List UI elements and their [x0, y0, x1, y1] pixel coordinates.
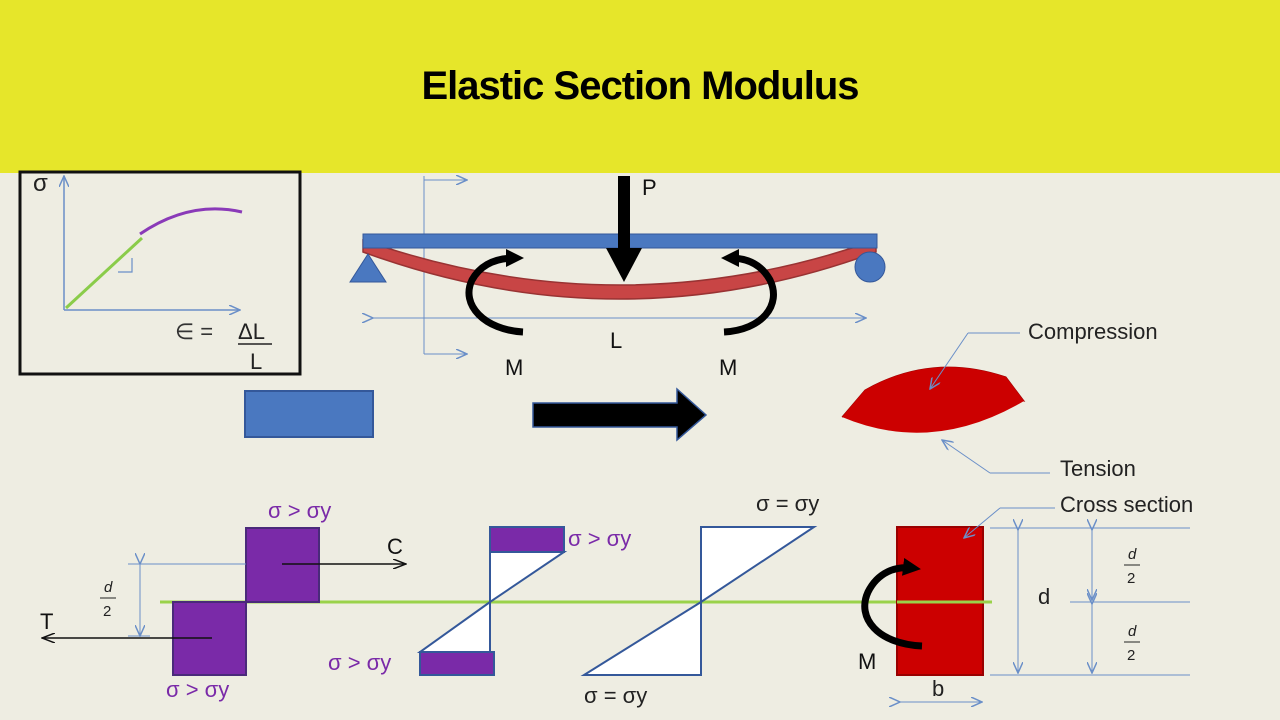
graph-frame [18, 170, 302, 376]
partial-stress-diagram: σ > σy σ > σy [328, 526, 631, 676]
rect-moment-label: M [858, 649, 876, 674]
elastic-line [64, 236, 144, 310]
moment-label-right: M [719, 355, 737, 380]
half-depth-num: d [104, 579, 113, 596]
lower-half-den: 2 [1127, 647, 1135, 664]
moment-arrow-right [721, 249, 777, 336]
partial-elastic-top [489, 551, 568, 604]
upper-half-den: 2 [1127, 570, 1135, 587]
graph-x-numerator: ΔL [238, 319, 265, 344]
tension-leader-diag [942, 440, 991, 474]
plastic-stress-diagram: C T σ > σy σ > σy d 2 [40, 498, 406, 702]
load-label: P [642, 175, 657, 200]
bent-section-top [842, 367, 1024, 417]
load-arrow-head [606, 248, 642, 282]
rect-cross-section: M Cross section d d 2 d 2 b [858, 492, 1193, 702]
compression-force-label: C [387, 534, 403, 559]
moment-arrow-left [465, 249, 524, 336]
beam-diagram: P L M M [349, 175, 886, 380]
title-banner [0, 0, 1280, 173]
plastic-compression-block [245, 527, 320, 603]
rect-moment-arrow [861, 557, 923, 650]
elastic-stress-diagram: σ = σy σ = σy [580, 491, 819, 708]
pin-support [349, 253, 387, 283]
page-title: Elastic Section Modulus [421, 64, 859, 108]
elastic-top-stress: σ = σy [756, 491, 819, 516]
compression-label: Compression [1028, 319, 1158, 344]
partial-bottom-stress: σ > σy [328, 650, 391, 675]
compression-leader-diag [930, 332, 969, 389]
depth-label: d [1038, 584, 1050, 609]
plastic-curve [139, 207, 243, 236]
stress-strain-graph: σ ∈ = ΔL L [18, 170, 302, 376]
elastic-bottom-stress: σ = σy [584, 683, 647, 708]
partial-plastic-bottom [419, 651, 495, 676]
graph-y-symbol: σ [33, 170, 48, 197]
partial-plastic-top [489, 526, 565, 553]
plastic-bottom-stress: σ > σy [166, 677, 229, 702]
slope-triangle [118, 258, 133, 273]
moment-label-left: M [505, 355, 523, 380]
section-bending: Compression Tension [244, 319, 1158, 481]
partial-elastic-bottom [416, 600, 491, 653]
elastic-bottom-triangle [580, 600, 702, 676]
graph-x-label: ∈ = [175, 319, 213, 344]
straight-section [244, 390, 374, 438]
upper-half-num: d [1128, 546, 1137, 563]
roller-support [854, 251, 886, 283]
half-depth-den: 2 [103, 603, 111, 620]
deflected-beam [362, 238, 877, 300]
lower-half-num: d [1128, 623, 1137, 640]
length-label: L [610, 328, 622, 353]
transform-arrow [532, 387, 708, 442]
cross-section-leader-diag [964, 507, 1001, 538]
cross-section-label: Cross section [1060, 492, 1193, 517]
tension-force-label: T [40, 609, 53, 634]
elastic-top-triangle [700, 526, 818, 604]
graph-x-denominator: L [250, 349, 262, 374]
tension-label: Tension [1060, 456, 1136, 481]
width-label: b [932, 676, 944, 701]
plastic-top-stress: σ > σy [268, 498, 331, 523]
partial-top-stress: σ > σy [568, 526, 631, 551]
